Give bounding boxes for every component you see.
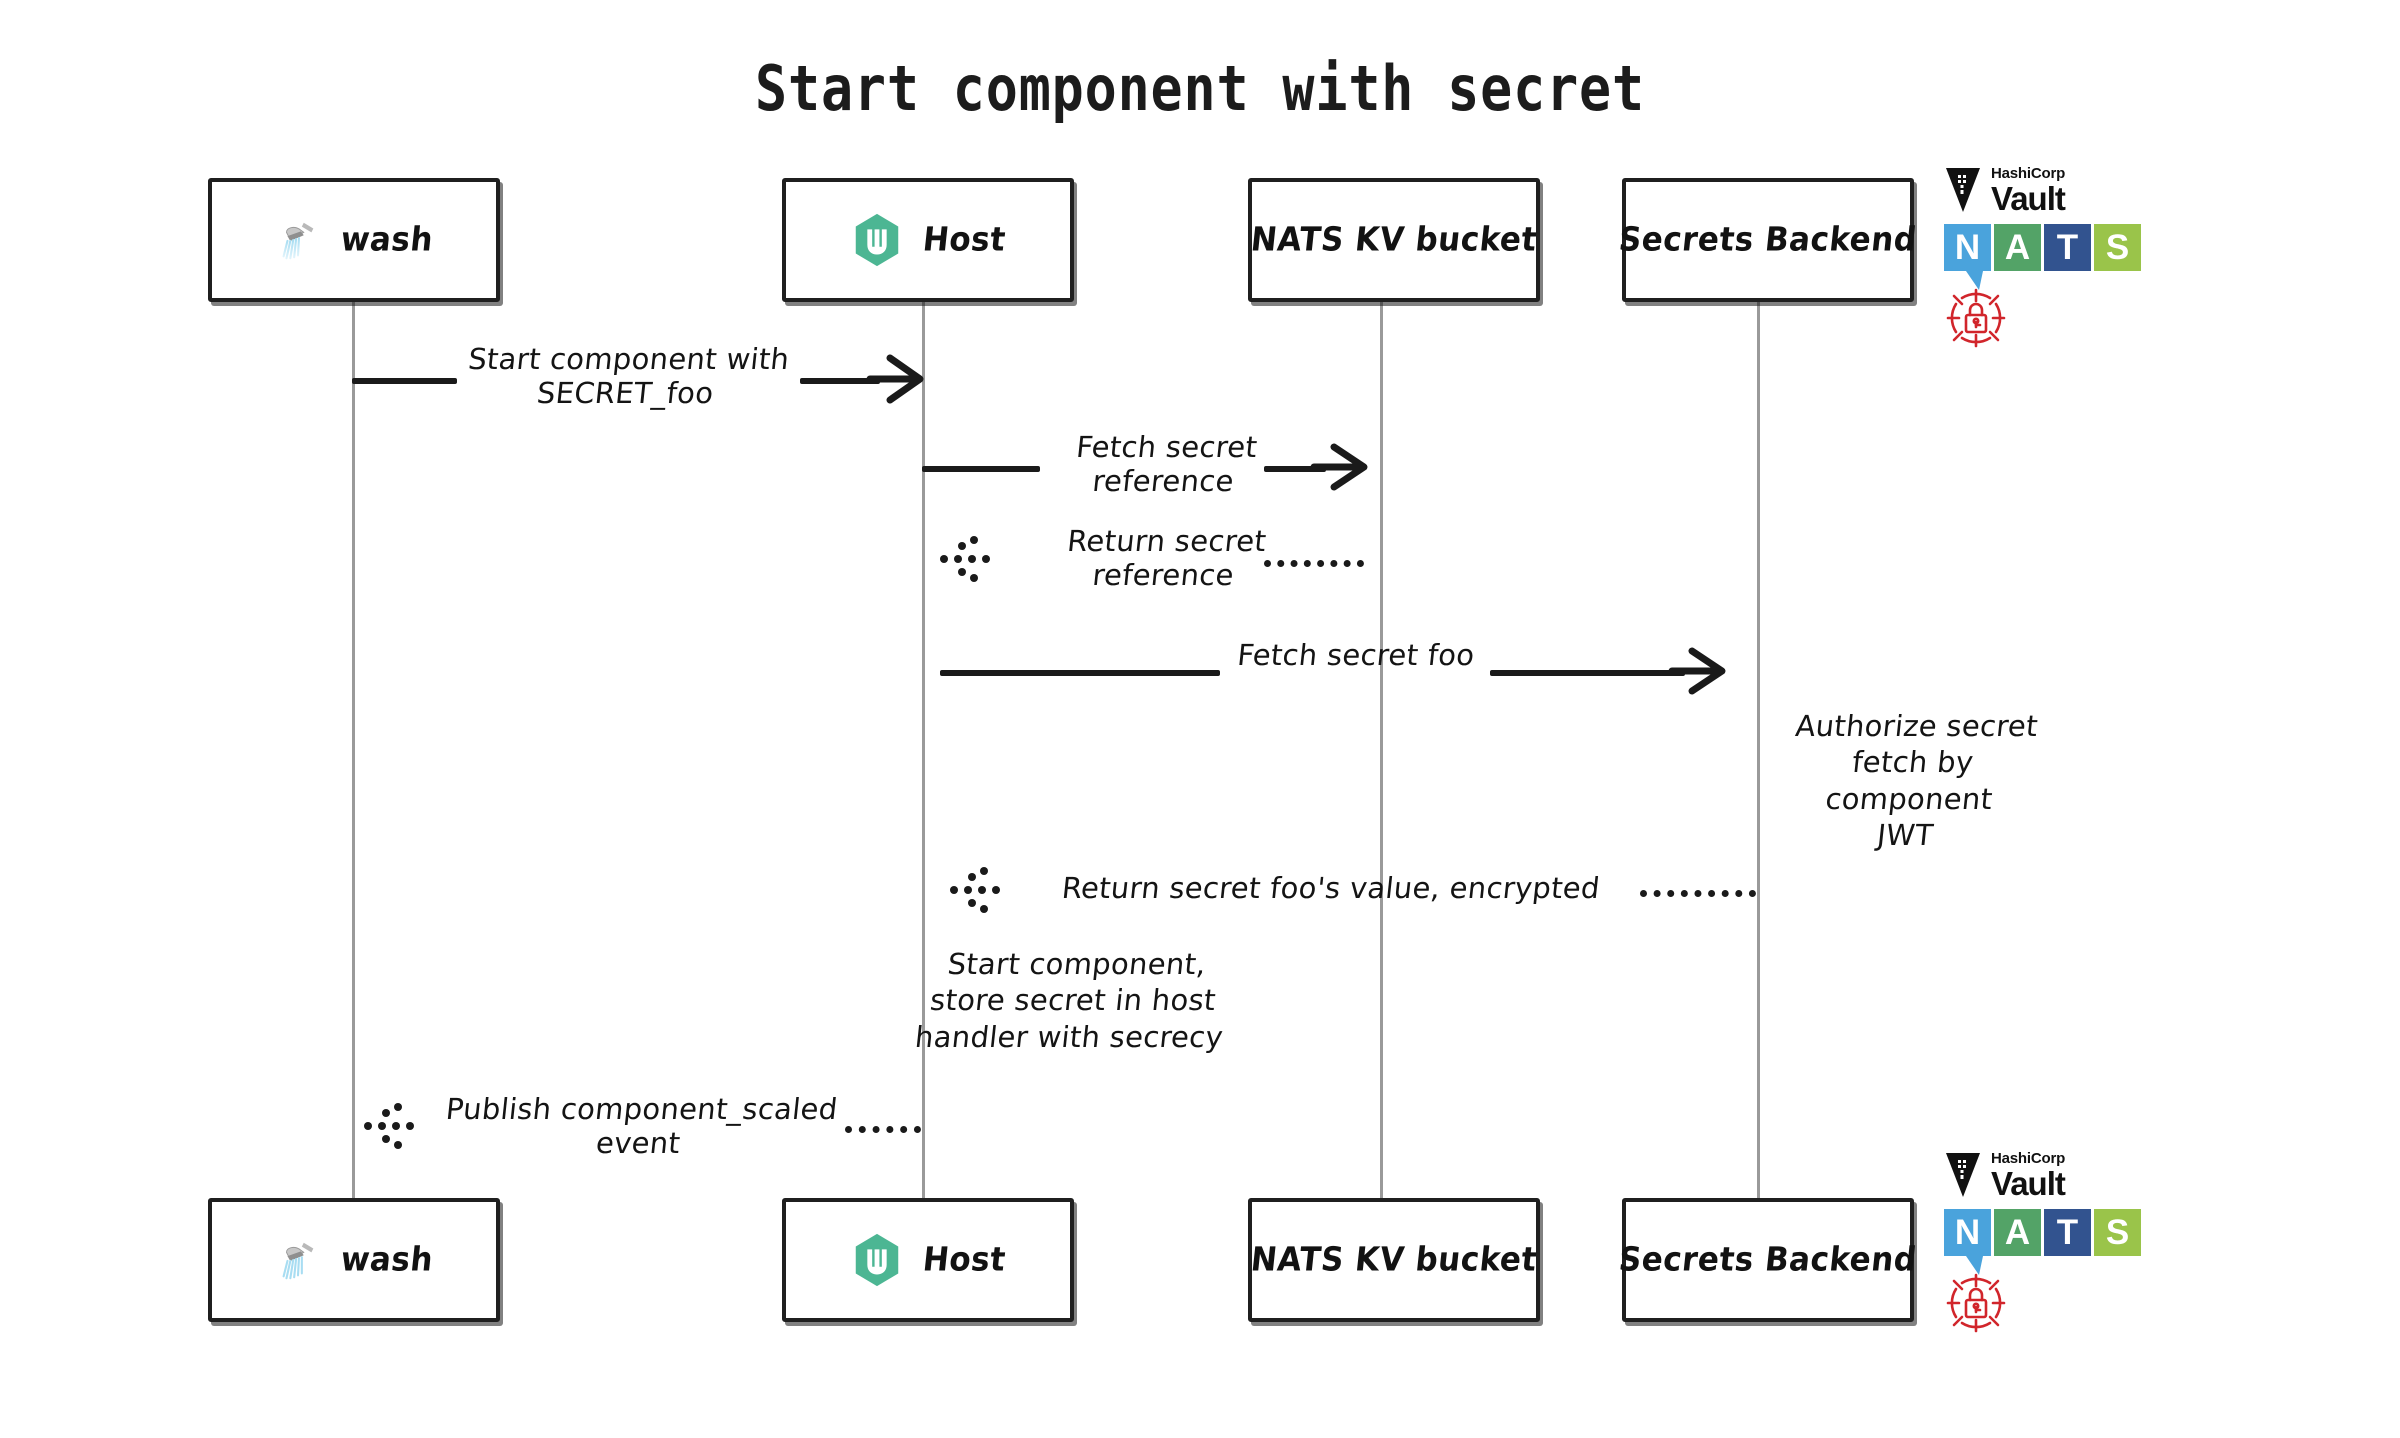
message-label: Start component with SECRET_foo [466,342,792,411]
message-line [800,378,880,384]
arrowhead-right-icon [866,354,924,404]
lifeline-wash [352,300,355,1200]
lifeline-natskv [1380,300,1383,1200]
nats-logo: N A T S [1944,1209,2174,1275]
nats-speech-tail [1966,1256,1983,1275]
vault-mark-icon [1946,1153,1980,1197]
participant-label: wash [338,1240,436,1280]
wasmcloud-hexagon-icon [851,212,903,268]
shower-icon [275,217,321,263]
message-line [1490,670,1685,676]
secrets-lock-icon [1946,1273,2006,1333]
nats-letter-tile: S [2094,224,2141,271]
participant-label: Host [920,220,1008,260]
participant-label: Secrets Backend [1617,220,1919,260]
message-line [352,378,457,384]
nats-letter-tile: N [1944,224,1991,271]
participant-natskv-bottom[interactable]: NATS KV bucket [1248,1198,1540,1322]
nats-letter-tile: T [2044,1209,2091,1256]
arrowhead-right-icon [1668,647,1726,695]
arrowhead-left-icon [364,1103,414,1149]
message-line [940,670,1220,676]
message-label: Return secret foo's value, encrypted [1060,871,1602,905]
nats-logo: N A T S [1944,224,2174,290]
message-line [1264,466,1326,472]
nats-letter-tile: N [1944,1209,1991,1256]
message-line [922,466,1040,472]
page-title: Start component with secret [755,52,1645,125]
vault-mark-icon [1946,168,1980,212]
nats-letter-tile: S [2094,1209,2141,1256]
message-label: Return secret reference [1065,524,1268,593]
secrets-lock-icon [1946,288,2006,348]
wasmcloud-hexagon-icon [851,1232,903,1288]
hashicorp-vault-logo: HashiCorp Vault [1944,163,2174,217]
message-line [845,1126,921,1133]
message-line [1640,890,1756,897]
lifeline-secrets [1757,300,1760,1200]
participant-wash-top[interactable]: wash [208,178,500,302]
arrowhead-right-icon [1310,443,1368,491]
participant-host-top[interactable]: Host [782,178,1074,302]
participant-label: Host [920,1240,1008,1280]
participant-label: NATS KV bucket [1249,220,1539,260]
participant-host-bottom[interactable]: Host [782,1198,1074,1322]
message-label: Fetch secret reference [1074,430,1260,499]
vault-brand-label: HashiCorp [1991,164,2066,182]
participant-secrets-top[interactable]: Secrets Backend [1617,178,1919,302]
note-start-component-store-secret: Start component, store secret in host ha… [913,947,1225,1054]
nats-speech-tail [1966,271,1983,290]
message-label: Publish component_scaled event [444,1092,840,1161]
vault-product-label: Vault [1991,179,2066,217]
logo-cluster-bottom: HashiCorp Vault N A T S [1944,1148,2174,1333]
hashicorp-vault-logo: HashiCorp Vault [1944,1148,2174,1202]
message-line [1264,560,1364,567]
logo-cluster-top: HashiCorp Vault N A T S [1944,163,2174,348]
vault-brand-label: HashiCorp [1991,1149,2066,1167]
participant-label: Secrets Backend [1617,1240,1919,1280]
participant-natskv-top[interactable]: NATS KV bucket [1248,178,1540,302]
shower-icon [275,1237,321,1283]
lifeline-host [922,300,925,1200]
note-authorize-secret-fetch: Authorize secret fetch by component JWT [1793,709,2040,852]
participant-label: NATS KV bucket [1249,1240,1539,1280]
vault-product-label: Vault [1991,1164,2066,1202]
nats-letter-tile: T [2044,224,2091,271]
message-label: Fetch secret foo [1235,638,1477,672]
arrowhead-left-icon [950,867,1000,913]
participant-secrets-bottom[interactable]: Secrets Backend [1617,1198,1919,1322]
participant-wash-bottom[interactable]: wash [208,1198,500,1322]
participant-label: wash [338,220,436,260]
arrowhead-left-icon [940,536,990,582]
nats-letter-tile: A [1994,1209,2041,1256]
nats-letter-tile: A [1994,224,2041,271]
